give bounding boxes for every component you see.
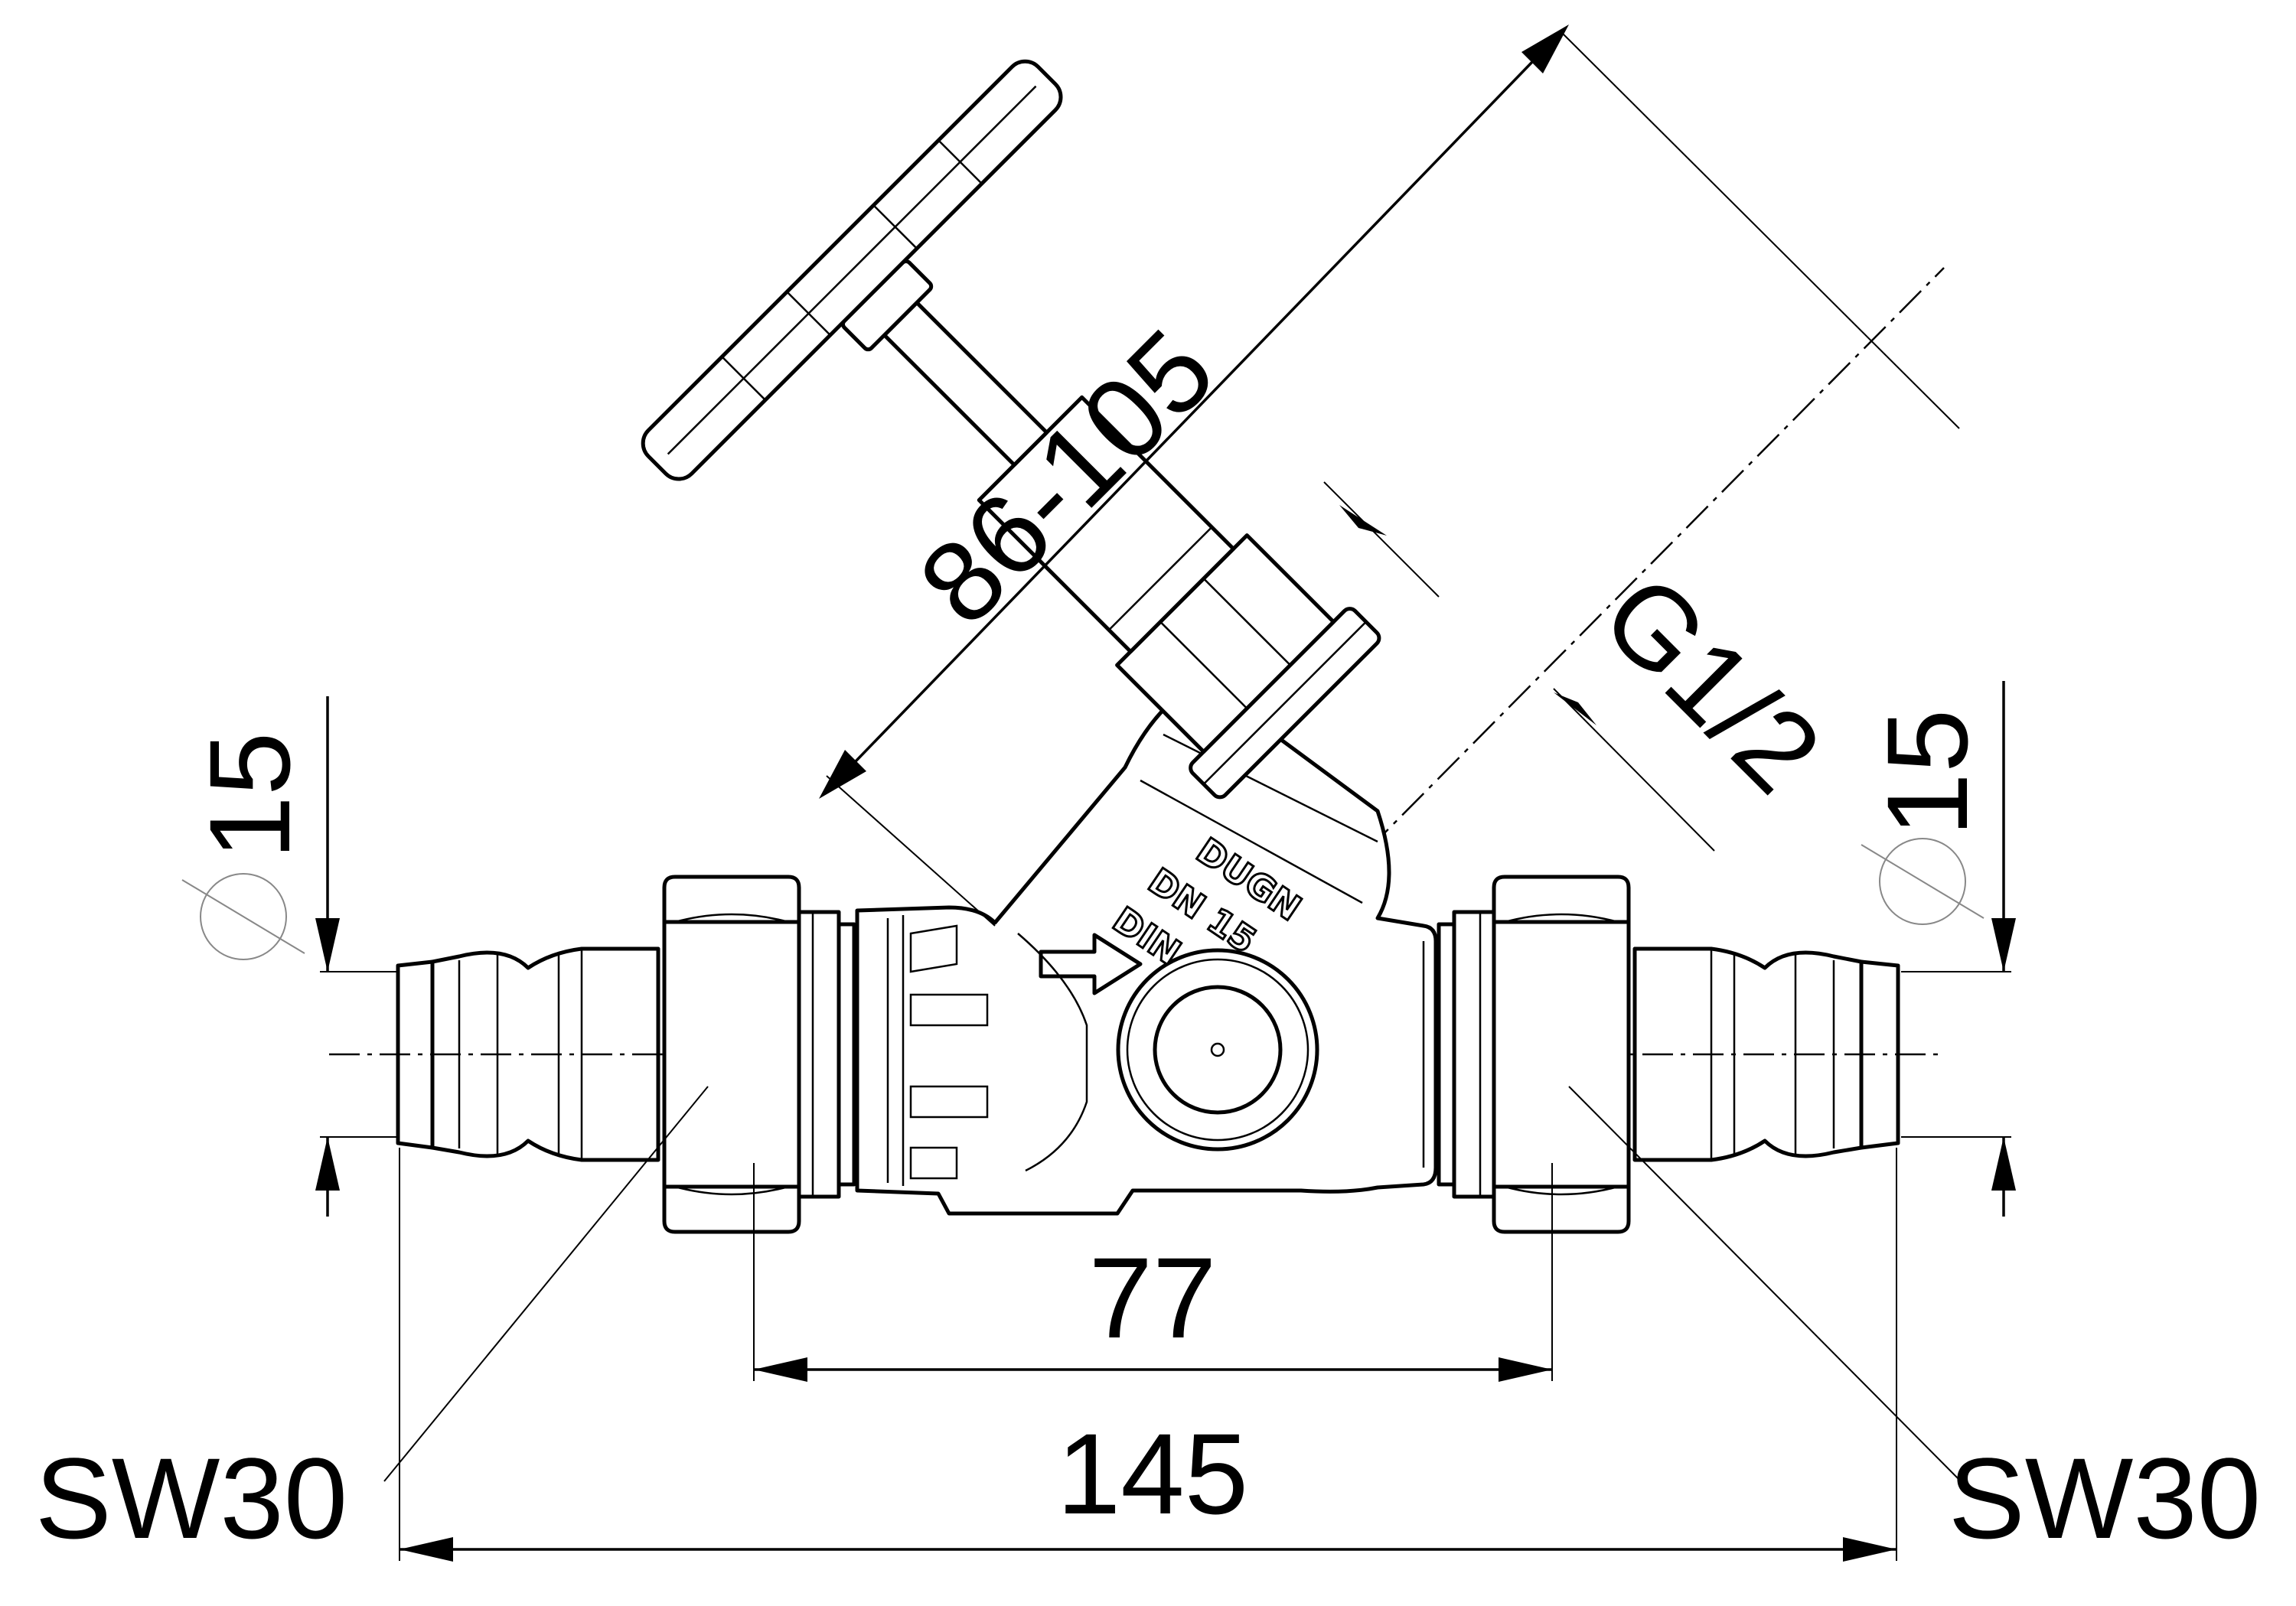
dimension-stroke-length: [819, 24, 1960, 927]
right-union-nut: [1437, 875, 1631, 1234]
dimension-thread: [1323, 481, 1715, 852]
nut-distance-label: 77: [1089, 1233, 1217, 1362]
dimension-diameter-left: [181, 696, 396, 1217]
wrench-size-right-label: SW30: [1949, 1434, 2261, 1562]
dimension-diameter-right: [1861, 681, 2016, 1217]
dimension-overall-length: [399, 1148, 1897, 1562]
wrench-size-leaders: [383, 1086, 1962, 1482]
thread-label: G1/2: [1578, 550, 1845, 817]
left-union-nut: [662, 875, 856, 1234]
right-press-fitting: [1632, 946, 1900, 1162]
wrench-size-left-label: SW30: [35, 1434, 347, 1562]
left-press-fitting: [396, 946, 660, 1162]
diameter-left-label: 15: [185, 732, 314, 860]
bonnet-assembly: [641, 59, 1381, 800]
valve-body: [855, 679, 1438, 1216]
dimension-nut-distance: [753, 1163, 1553, 1382]
overall-length-label: 145: [1057, 1409, 1248, 1538]
diameter-right-label: 15: [1863, 709, 1991, 837]
